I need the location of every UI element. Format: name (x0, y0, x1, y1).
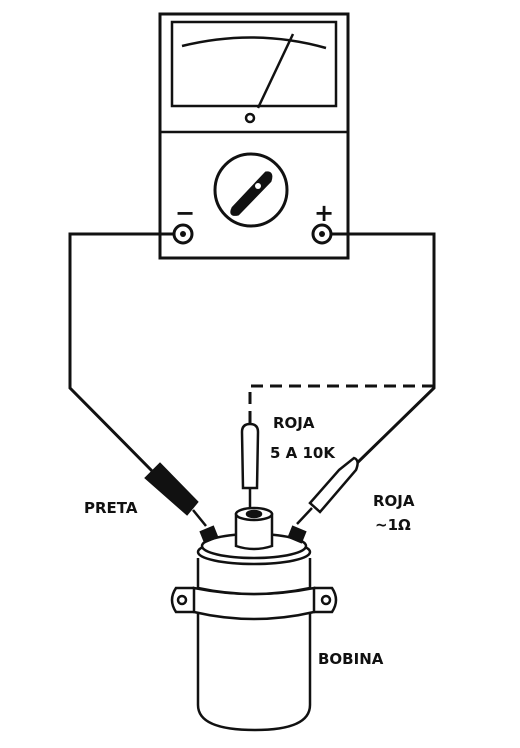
coil-lower-body (196, 612, 312, 732)
meter-scale-arc (181, 36, 327, 50)
red-probe-coil[interactable] (296, 456, 359, 525)
coil-terminal-left (199, 525, 219, 544)
black-probe[interactable] (144, 462, 207, 527)
red-probe-resistor[interactable] (240, 422, 260, 510)
knob-handle-hole (255, 183, 261, 189)
bracket-hole-left (176, 594, 188, 606)
range-selector-knob[interactable] (213, 152, 289, 228)
resistor-range-label: 5 A 10K (270, 444, 336, 462)
red-probe-coil-tip (296, 507, 313, 525)
black-probe-body (144, 462, 199, 516)
red-probe-resistor-body (240, 422, 260, 490)
red-probe-coil-body (308, 456, 359, 514)
red-probe-resistor-label: ROJA (273, 414, 315, 432)
alternate-lead-wire-dashed (248, 384, 434, 424)
test-leads (68, 232, 436, 478)
coil-label: BOBINA (318, 650, 384, 668)
black-probe-tip (192, 509, 207, 527)
black-probe-label: PRETA (84, 499, 138, 517)
bracket-hole-right (320, 594, 332, 606)
red-probe-coil-value: ~1Ω (375, 516, 411, 534)
coil-upper-body (196, 558, 312, 596)
meter-body (158, 12, 350, 260)
knob-handle (230, 171, 273, 216)
coil-hv-socket (245, 509, 263, 519)
coil-terminal-right (287, 525, 307, 544)
terminal-negative-center (180, 231, 186, 237)
negative-lead-wire (68, 232, 174, 478)
meter-needle (256, 33, 295, 109)
red-probe-coil-label: ROJA (373, 492, 415, 510)
needle-pivot (244, 112, 256, 124)
negative-terminal-symbol: − (175, 199, 195, 227)
positive-terminal-symbol: + (314, 199, 334, 227)
terminal-positive-center (319, 231, 325, 237)
ignition-coil (170, 506, 338, 732)
positive-lead-wire (331, 232, 436, 468)
meter-display-window (170, 20, 338, 108)
